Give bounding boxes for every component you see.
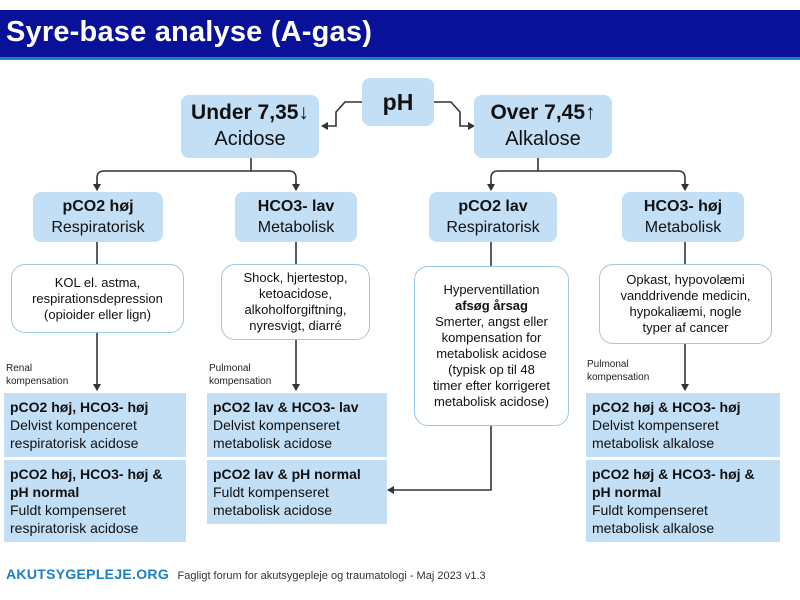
result-full-respiratory-acidosis: pCO2 høj, HCO3- høj & pH normal Fuldt ko…: [4, 460, 186, 542]
result-condition: respiratorisk acidose: [10, 520, 139, 536]
cause-box-metabolic-alkalosis: Opkast, hypovolæmi vanddrivende medicin,…: [599, 264, 772, 344]
ph-node: pH: [362, 78, 434, 126]
result-condition: respiratorisk acidose: [10, 435, 139, 451]
cause-line: metabolisk acidose): [434, 394, 549, 409]
comp-line: kompensation: [6, 376, 69, 387]
result-condition: metabolisk acidose: [213, 502, 333, 518]
result-condition: metabolisk alkalose: [592, 435, 715, 451]
result-partial-respiratory-acidosis: pCO2 høj, HCO3- høj Delvist kompenceret …: [4, 393, 186, 457]
cause-line: Shock, hjertestop,: [243, 270, 348, 285]
cause-line: respirationsdepression: [32, 290, 163, 306]
result-full-metabolic-alkalosis: pCO2 høj & HCO3- høj & pH normal Fuldt k…: [586, 460, 780, 542]
type-respiratory-alkalosis: pCO2 lav Respiratorisk: [429, 192, 557, 242]
connector-ph-acidose: [321, 101, 362, 130]
connector-cause3-result4: [387, 426, 492, 494]
type-value: pCO2 høj: [62, 198, 134, 215]
result-title: pCO2 høj & HCO3- høj &: [592, 466, 755, 482]
compensation-label-pulmonal-left: Pulmonal kompensation: [209, 362, 271, 388]
result-status: Fuldt kompenseret: [592, 502, 708, 518]
title-banner: Syre-base analyse (A-gas): [0, 10, 800, 60]
cause-line: (typisk op til 48: [448, 362, 535, 377]
type-value: HCO3- høj: [643, 198, 723, 215]
result-title: pCO2 lav & HCO3- lav: [213, 399, 359, 415]
result-condition: metabolisk alkalose: [592, 520, 715, 536]
alkalose-node: Over 7,45↑ Alkalose: [474, 95, 612, 158]
result-title-cont: pH normal: [10, 484, 80, 500]
cause-box-respiratory-alkalosis: Hyperventillation afsøg årsag Smerter, a…: [414, 266, 569, 426]
connector-acidose-split: [96, 158, 297, 190]
cause-line: Opkast, hypovolæmi: [626, 272, 745, 287]
result-title-cont: pH normal: [592, 484, 662, 500]
result-title: pCO2 lav & pH normal: [213, 466, 361, 482]
cause-line: typer af cancer: [642, 320, 729, 335]
ph-label: pH: [382, 89, 414, 115]
cause-line: nyresvigt, diarré: [249, 318, 342, 333]
result-condition: metabolisk acidose: [213, 435, 333, 451]
cause-line: KOL el. astma,: [54, 274, 141, 290]
result-title: pCO2 høj, HCO3- høj &: [10, 466, 163, 482]
type-kind: Metabolisk: [644, 219, 722, 236]
brand-link[interactable]: AKUTSYGEPLEJE.ORG: [6, 566, 170, 582]
cause-box-respiratory-acidosis: KOL el. astma, respirationsdepression (o…: [11, 264, 184, 333]
cause-emphasis: afsøg årsag: [455, 298, 528, 313]
cause-line: vanddrivende medicin,: [620, 288, 751, 303]
alkalose-label: Alkalose: [505, 128, 581, 150]
cause-line: alkoholforgiftning,: [244, 302, 347, 317]
connector-ph-alkalose: [434, 101, 475, 130]
cause-line: timer efter korrigeret: [432, 378, 551, 393]
type-metabolic-acidosis: HCO3- lav Metabolisk: [235, 192, 357, 242]
compensation-label-renal: Renal kompensation: [6, 362, 68, 388]
result-status: Fuldt kompenseret: [10, 502, 126, 518]
result-full-metabolic-acidosis: pCO2 lav & pH normal Fuldt kompenseret m…: [207, 460, 387, 524]
comp-line: Pulmonal: [209, 363, 251, 374]
comp-line: kompensation: [587, 372, 650, 383]
compensation-label-pulmonal-right: Pulmonal kompensation: [587, 358, 649, 384]
acidose-node: Under 7,35↓ Acidose: [181, 95, 319, 158]
type-kind: Metabolisk: [257, 219, 335, 236]
cause-line: metabolisk acidose: [436, 346, 547, 361]
page-title: Syre-base analyse (A-gas): [6, 16, 373, 48]
result-status: Delvist kompenceret: [10, 417, 137, 433]
acidose-label: Acidose: [214, 128, 286, 150]
type-kind: Respiratorisk: [446, 219, 540, 236]
acidose-threshold: Under 7,35↓: [191, 101, 309, 124]
comp-line: kompensation: [209, 376, 272, 387]
cause-line: kompensation for: [441, 330, 542, 345]
type-kind: Respiratorisk: [51, 219, 145, 236]
cause-line: hypokaliæmi, nogle: [629, 304, 742, 319]
result-status: Fuldt kompenseret: [213, 484, 329, 500]
cause-line: Smerter, angst eller: [435, 314, 548, 329]
comp-line: Pulmonal: [587, 359, 629, 370]
footer-note: Fagligt forum for akutsygepleje og traum…: [177, 570, 486, 582]
type-respiratory-acidosis: pCO2 høj Respiratorisk: [33, 192, 163, 242]
result-partial-metabolic-alkalosis: pCO2 høj & HCO3- høj Delvist kompenseret…: [586, 393, 780, 457]
result-status: Delvist kompenseret: [213, 417, 340, 433]
result-title: pCO2 høj, HCO3- høj: [10, 399, 149, 415]
alkalose-threshold: Over 7,45↑: [490, 101, 596, 124]
type-metabolic-alkalosis: HCO3- høj Metabolisk: [622, 192, 744, 242]
footer: AKUTSYGEPLEJE.ORG Fagligt forum for akut…: [6, 566, 486, 584]
result-status: Delvist kompenseret: [592, 417, 719, 433]
cause-box-metabolic-acidosis: Shock, hjertestop, ketoacidose, alkoholf…: [221, 264, 370, 340]
result-title: pCO2 høj & HCO3- høj: [592, 399, 741, 415]
result-partial-metabolic-acidosis: pCO2 lav & HCO3- lav Delvist kompenseret…: [207, 393, 387, 457]
connector-alkalose-split: [490, 158, 686, 190]
type-value: pCO2 lav: [458, 198, 528, 215]
cause-line: ketoacidose,: [259, 286, 332, 301]
cause-intro: Hyperventillation: [443, 282, 540, 297]
type-value: HCO3- lav: [257, 198, 335, 215]
comp-line: Renal: [6, 363, 33, 374]
cause-line: (opioider eller lign): [44, 306, 151, 322]
